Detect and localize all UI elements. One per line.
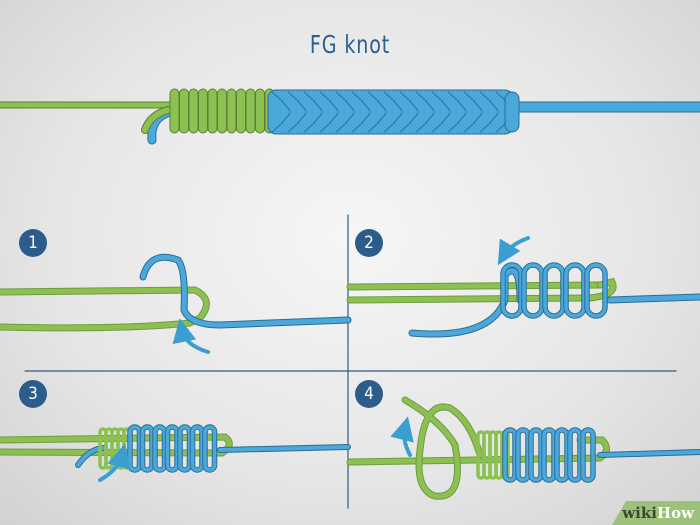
braid-stitch [367,91,387,112]
wikihow-watermark: wikiHow [612,501,700,525]
braid-stitch [335,112,355,133]
green-wrap [245,88,256,134]
step-3-drawing [0,424,351,482]
braid-stitch [287,91,307,112]
blue-coil [568,428,582,482]
blue-coil [581,428,595,482]
braid-stitch [383,112,403,133]
step-2-drawing [346,236,700,338]
blue-coil [516,428,530,482]
braid-stitch [351,91,371,112]
green-wrap [188,88,199,134]
green-wrap [217,88,227,134]
step-badge-1: 1 [19,229,47,257]
page-title: FG knot [309,30,391,59]
blue-coil [564,263,586,318]
step-badge-3: 3 [19,380,47,408]
blue-coil [529,428,543,482]
blue-coil [190,425,204,472]
braid-stitch [271,91,291,112]
blue-coil [585,263,607,318]
green-wrap [179,88,189,134]
green-wrap [255,88,265,134]
braid-stitch [447,112,467,133]
braid-stitch [287,112,307,133]
blue-coil [153,425,167,472]
green-wrap [169,88,180,134]
braid-stitch [479,112,499,133]
blue-coil [203,425,217,472]
braid-stitch [431,112,451,133]
braid-stitch [271,112,291,133]
blue-coil [178,425,192,472]
green-wrap [226,88,237,134]
braid-stitch [351,112,371,133]
braid-stitch [303,112,323,133]
blue-coil [555,428,569,482]
braid-stitch [415,112,435,133]
braid-stitch [367,112,387,133]
blue-coil [140,425,154,472]
green-wrap [236,88,246,134]
braid-stitch [303,91,323,112]
braid-stitch [431,91,451,112]
braid-stitch [463,112,483,133]
braid-stitch [319,91,339,112]
braid-end [504,91,520,133]
braid-stitch [383,91,403,112]
step-1-drawing [0,253,352,354]
blue-coil [521,262,545,319]
blue-coil [563,262,587,319]
braid-stitch [399,112,419,133]
braid-stitch [399,91,419,112]
blue-coil [543,263,565,318]
blue-coil [503,428,517,482]
braid-stitch [415,91,435,112]
braid-stitch [319,112,339,133]
braid-stitch [335,91,355,112]
blue-coil [542,428,556,482]
finished-knot [0,88,700,145]
step-4-drawing [346,396,700,500]
blue-coil [584,262,608,319]
green-wrap [207,88,218,134]
step-badge-2: 2 [355,229,383,257]
braid-stitch [447,91,467,112]
step-badge-4: 4 [355,380,383,408]
blue-braid [267,89,514,135]
braid-stitch [463,91,483,112]
blue-coil [522,263,544,318]
blue-coil [542,262,566,319]
braid-stitch [479,91,499,112]
blue-coil [165,425,179,472]
green-wrap [198,88,208,134]
blue-coil [128,425,142,472]
